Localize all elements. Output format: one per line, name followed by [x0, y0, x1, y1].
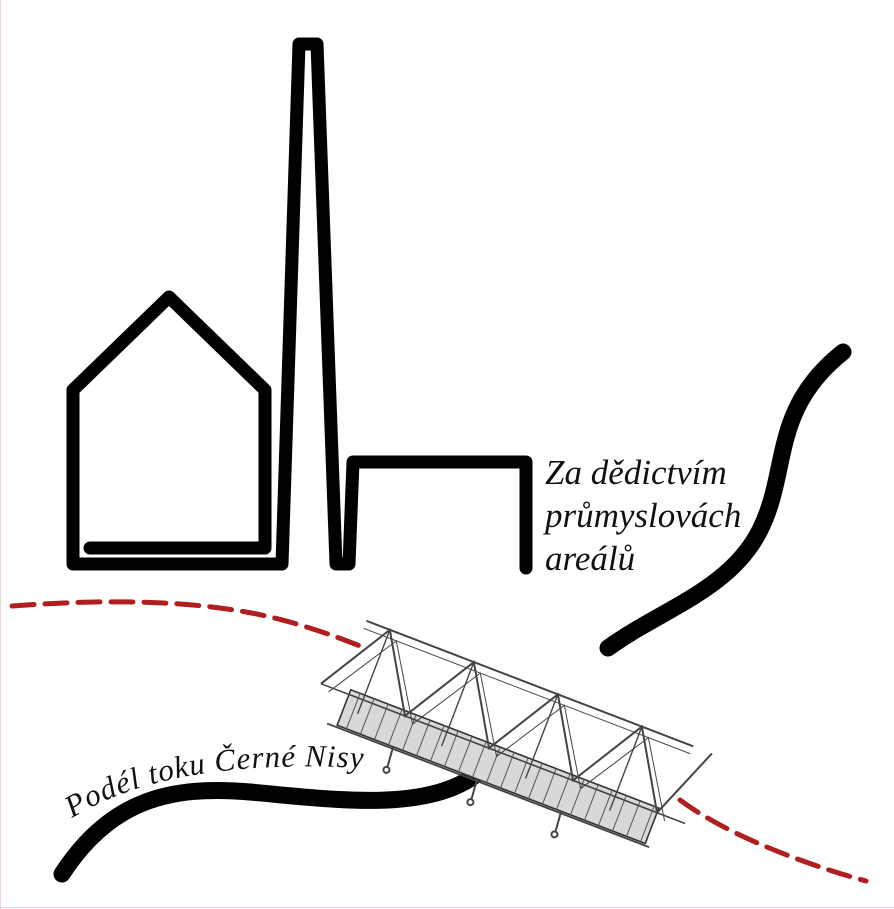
title-line-2: průmyslovách [542, 496, 741, 535]
truss-bridge-icon [320, 619, 713, 849]
river-caption-text: Podél toku Černé Nisy [57, 738, 364, 824]
bridge-top-chord [366, 619, 694, 748]
bridge-truss [320, 627, 713, 815]
dashed-trail-icon [9, 599, 869, 884]
bridge-supports [382, 746, 563, 839]
river-caption: Podél toku Černé Nisy [57, 738, 365, 824]
title-text: Za dědictvím průmyslovách areálů [542, 453, 750, 578]
river-lower-stroke [53, 755, 497, 883]
river-upper-stroke [599, 343, 852, 657]
house-outline-icon [66, 37, 533, 575]
border-bottom [0, 907, 894, 908]
title-line-3: areálů [545, 539, 635, 578]
factory-silhouette [66, 37, 533, 575]
bridge-deck [336, 688, 660, 845]
bridge-deck-planks [346, 693, 655, 842]
border-left [0, 0, 1, 909]
title-line-1: Za dědictvím [545, 453, 727, 492]
